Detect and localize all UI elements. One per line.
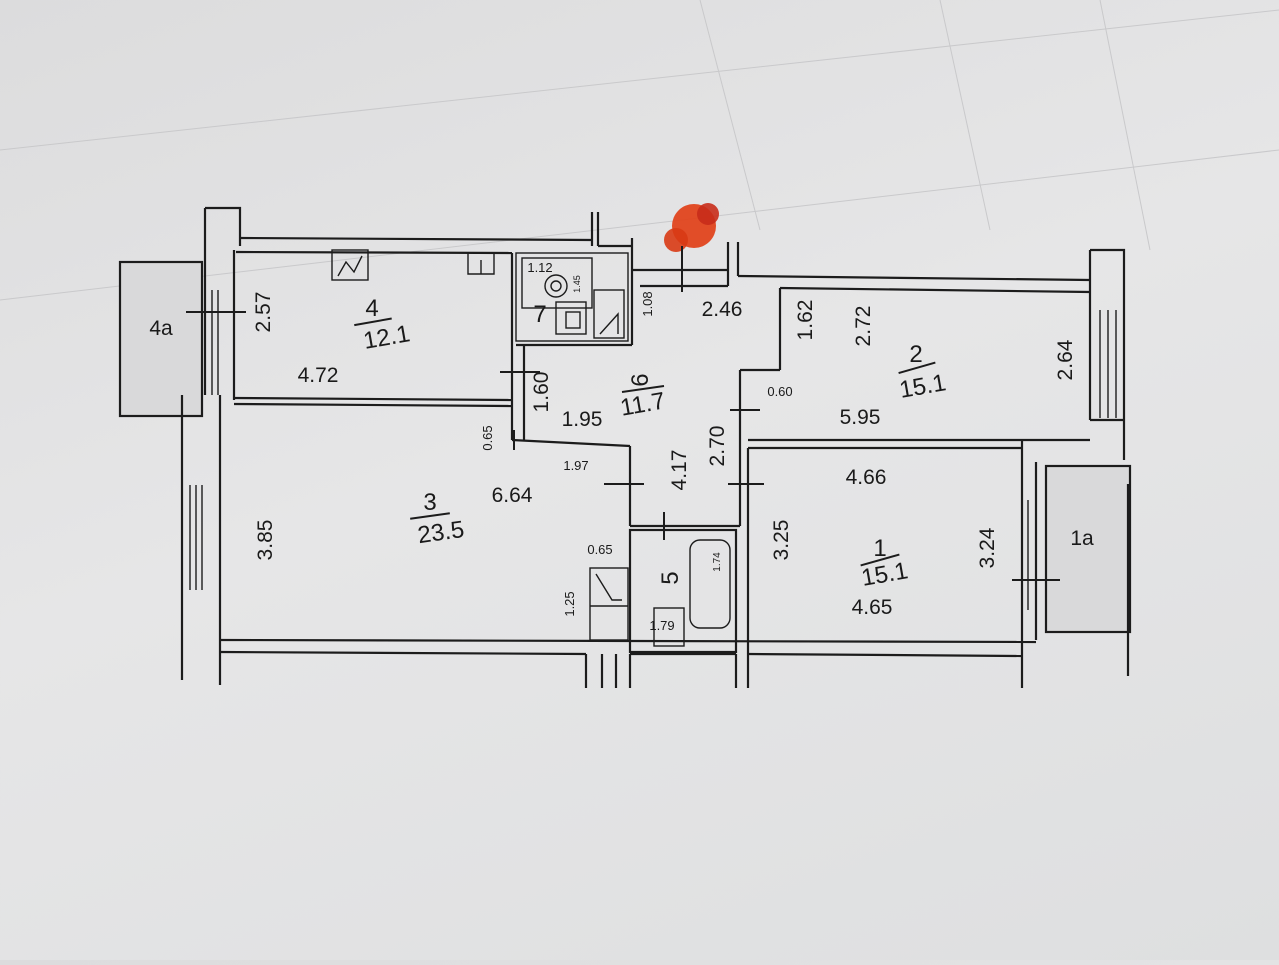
dim-corridor-1-08: 1.08 xyxy=(640,291,655,316)
dimension-ticks xyxy=(186,246,1060,581)
dim-room2-1-62: 1.62 xyxy=(794,300,817,341)
dim-corridor-1-60: 1.60 xyxy=(530,372,553,413)
dim-room3-partition: 0.65 xyxy=(480,425,495,450)
dim-closet-0-65: 0.65 xyxy=(587,542,612,557)
dim-room2-width: 5.95 xyxy=(840,406,881,429)
dim-room1-3-24: 3.24 xyxy=(976,527,999,568)
dim-corridor-4-17: 4.17 xyxy=(668,450,691,491)
dim-room1-4-65: 4.65 xyxy=(852,596,893,619)
dim-room4-height: 2.57 xyxy=(252,292,275,333)
dim-closet-1-25: 1.25 xyxy=(562,591,577,616)
room-6-number: 6 xyxy=(627,373,654,386)
wc-sink-icon xyxy=(555,301,587,335)
room-1-area: 15.1 xyxy=(859,557,910,592)
room-4-number: 4 xyxy=(365,295,378,322)
balcony-1a xyxy=(1044,464,1132,634)
closet-icon xyxy=(595,573,622,601)
room-2-number: 2 xyxy=(909,341,922,368)
dim-bath-1-79: 1.79 xyxy=(649,618,674,633)
dim-corridor-1-95: 1.95 xyxy=(562,408,603,431)
dim-room1-3-25: 3.25 xyxy=(770,520,793,561)
balcony-1a-label: 1а xyxy=(1070,527,1094,550)
room-5-number: 5 xyxy=(657,571,684,584)
dim-room1-4-66: 4.66 xyxy=(846,466,887,489)
dim-room2-2-72: 2.72 xyxy=(852,306,875,347)
dim-corridor-2-70: 2.70 xyxy=(706,426,729,467)
room-4-area: 12.1 xyxy=(361,320,412,355)
room-7-number: 7 xyxy=(533,301,546,328)
outer-walls xyxy=(180,206,1126,688)
dim-room3-width: 6.64 xyxy=(492,484,533,507)
dim-room3-height: 3.85 xyxy=(254,520,277,561)
dim-room4-width: 4.72 xyxy=(298,364,339,387)
dim-room2-2-64: 2.64 xyxy=(1054,339,1077,380)
balcony-4a xyxy=(118,260,204,418)
room-3-area: 23.5 xyxy=(416,516,466,549)
room-1-number: 1 xyxy=(873,535,886,562)
balcony-4a-label: 4а xyxy=(149,317,173,340)
room-6-area: 11.7 xyxy=(618,387,667,421)
room-2-area: 15.1 xyxy=(897,369,948,404)
dim-corridor-1-97: 1.97 xyxy=(563,458,588,473)
dim-wc-1-12: 1.12 xyxy=(527,260,552,275)
toilet-icon xyxy=(544,274,568,298)
room-3-number: 3 xyxy=(423,489,436,516)
interior-walls xyxy=(233,252,1022,654)
paper-grid xyxy=(0,0,1279,301)
fixtures xyxy=(331,249,625,601)
dim-room2-0-60: 0.60 xyxy=(767,384,792,399)
dim-bath-1-74: 1.74 xyxy=(712,552,723,572)
dim-corridor-2-46: 2.46 xyxy=(702,298,743,321)
dim-wc-1-45: 1.45 xyxy=(572,275,582,293)
stove-icon xyxy=(331,249,369,281)
red-ink-blot xyxy=(664,203,719,252)
